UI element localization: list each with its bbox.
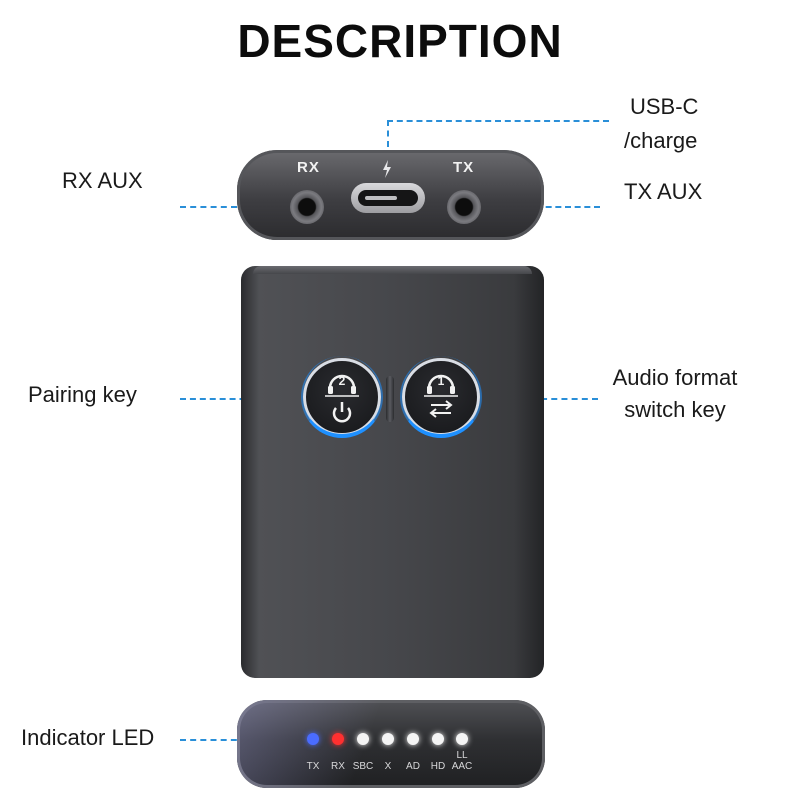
indicator-led-label: Indicator LED [21,725,155,750]
device-body [241,266,544,678]
pairing-key-number: 2 [338,374,346,388]
page-title: DESCRIPTION [237,15,563,67]
led-ad [407,733,419,745]
rx-aux-label: RX AUX [62,168,143,193]
led-ll-label: LL [456,750,468,761]
led-ad-label: AD [406,761,420,772]
audio-format-label-line1: Audio format [612,365,738,390]
usbc-callout-hline [387,120,609,122]
pairing-key-label: Pairing key [28,382,137,407]
lightning-charge-icon [383,160,391,178]
usbc-label-line1: USB-C [630,94,699,119]
led-x-label: X [384,761,392,772]
led-hd-label: HD [430,761,446,772]
usbc-label-line2: /charge [624,128,698,153]
rx-port-label: RX [297,159,320,176]
pairing-key-button[interactable] [301,356,383,438]
led-tx [307,733,319,745]
led-sbc-label: SBC [352,761,374,772]
audio-format-switch-button[interactable] [400,356,482,438]
led-rx-label: RX [331,761,345,772]
headphones-1-switch-icon [424,374,458,418]
tx-port-label: TX [453,159,475,176]
led-sbc [357,733,369,745]
audio-format-label-line2: switch key [624,397,726,422]
tx-aux-jack [447,190,481,224]
led-hd [432,733,444,745]
led-x [382,733,394,745]
led-tx-label: TX [306,761,320,772]
usbc-callout-vline [387,120,389,168]
audio-format-key-number: 1 [437,374,445,388]
led-aac-label: AAC [451,761,473,772]
center-indicator-slot [386,376,394,422]
led-ll-aac [456,733,468,745]
rx-aux-jack [290,190,324,224]
led-rx [332,733,344,745]
rx-aux-callout-line [180,206,288,208]
usbc-port [351,183,425,213]
headphones-2-power-icon [325,374,359,423]
tx-aux-label: TX AUX [624,179,703,204]
